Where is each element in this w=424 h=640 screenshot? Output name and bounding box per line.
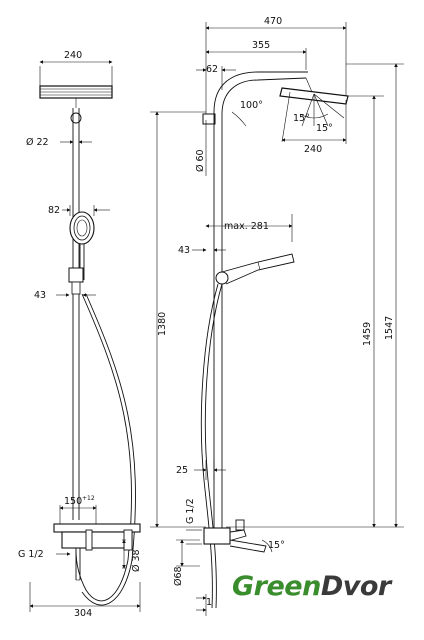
- label-side-g12: G 1/2: [185, 498, 196, 524]
- dim-side-spout: Ø68: [173, 539, 200, 586]
- dim-side-470: 470: [205, 16, 347, 120]
- dim-side-240: 240: [281, 138, 347, 155]
- label-100deg: 100°: [240, 100, 263, 111]
- dim-front-inlet-spacing: 150 +12: [59, 495, 97, 524]
- dim-side-inlet: G 1/2: [185, 498, 202, 545]
- dim-side-hand-max: max. 281: [205, 214, 293, 242]
- label-front-g12: G 1/2: [18, 549, 44, 560]
- rain-shower-head-side: [279, 77, 349, 144]
- riser-pipe-front: [72, 108, 80, 520]
- label-355: 355: [252, 40, 270, 51]
- label-15deg-left: 15°: [293, 113, 310, 124]
- dim-front-pipe-diameter: Ø 22: [26, 137, 92, 148]
- label-470: 470: [264, 16, 282, 27]
- label-15deg-right: 15°: [316, 123, 333, 134]
- thermostat-side: [203, 519, 267, 553]
- dim-side-holder: 43: [178, 245, 226, 256]
- dim-front-hand-offset: 82: [48, 205, 110, 216]
- holder-front: [68, 267, 84, 295]
- label-front-304: 304: [74, 608, 92, 619]
- dim-front-holder: 43: [34, 290, 96, 301]
- dim-front-spout: Ø 38: [122, 539, 142, 572]
- dim-front-inlet-thread: G 1/2: [18, 549, 71, 560]
- label-max-281: max. 281: [224, 221, 269, 232]
- label-front-240: 240: [64, 50, 82, 61]
- label-front-82: 82: [48, 205, 60, 216]
- dim-height-1459: 1459: [226, 95, 384, 528]
- dim-height-1547: 1547: [346, 63, 404, 528]
- riser-pipe-side: [213, 71, 308, 540]
- label-d60: Ø 60: [195, 149, 206, 172]
- label-side-43: 43: [178, 245, 190, 256]
- wall-bracket-upper: [202, 113, 216, 125]
- front-view: 240 Ø 22: [18, 50, 142, 619]
- label-1547: 1547: [384, 316, 395, 340]
- label-1380: 1380: [157, 312, 168, 336]
- label-d68: Ø68: [173, 566, 184, 586]
- hand-shower-side: [215, 253, 295, 285]
- label-1459: 1459: [362, 322, 373, 346]
- brand-logo-green: Green: [232, 571, 321, 602]
- label-front-d22: Ø 22: [26, 137, 49, 148]
- dim-side-pipe: Ø 60: [195, 120, 207, 176]
- brand-logo-dvor: Dvor: [320, 571, 391, 602]
- dim-side-25: 25: [176, 460, 226, 480]
- rain-shower-head-front: [39, 85, 113, 108]
- label-front-150: 150: [64, 496, 82, 507]
- dim-height-1380: 1380: [150, 111, 206, 528]
- brand-logo: GreenDvor: [232, 571, 391, 602]
- dim-side-bottom: 1: [196, 594, 212, 616]
- hand-shower-front: [69, 211, 95, 280]
- label-25: 25: [176, 465, 188, 476]
- label-front-d38: Ø 38: [131, 549, 142, 572]
- dim-side-355: 355: [205, 40, 307, 70]
- label-62: 62: [206, 64, 218, 75]
- label-bottom-1: 1: [206, 597, 212, 608]
- dim-front-head-width: 240: [39, 50, 113, 88]
- label-side-240: 240: [304, 144, 322, 155]
- label-spout-15deg: 15°: [268, 540, 285, 551]
- side-view: 470 355 62: [173, 16, 349, 616]
- label-front-43: 43: [34, 290, 46, 301]
- dim-front-thermostat-width: 304: [29, 582, 141, 619]
- label-front-150-tol: +12: [82, 495, 95, 502]
- thermostat-front: [53, 523, 141, 581]
- dim-side-62: 62: [196, 64, 236, 90]
